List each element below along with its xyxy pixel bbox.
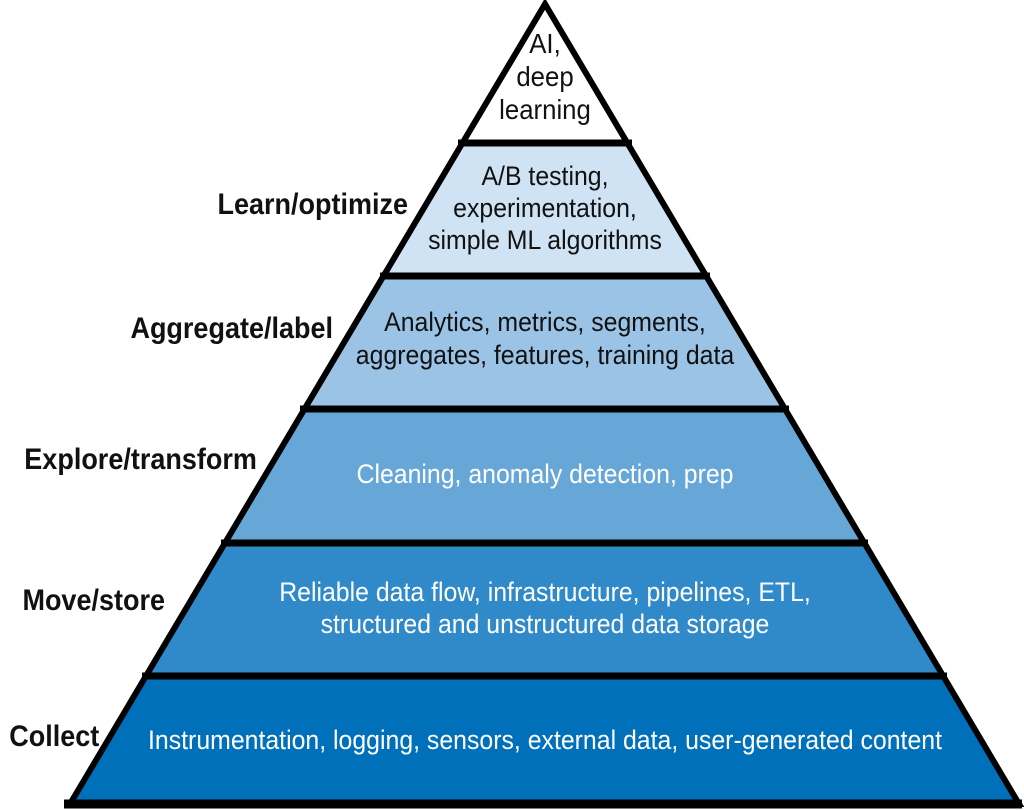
side-label-aggregate-label: Aggregate/label bbox=[130, 312, 333, 345]
level-2-text: Analytics, metrics, segments, aggregates… bbox=[355, 307, 735, 370]
level-2-shape bbox=[304, 276, 785, 409]
level-1-text: A/B testing, experimentation, simple ML … bbox=[428, 161, 662, 255]
side-label-learn-optimize: Learn/optimize bbox=[217, 188, 408, 221]
level-5-text: Instrumentation, logging, sensors, exter… bbox=[148, 725, 942, 755]
level-0-shape bbox=[462, 4, 628, 143]
level-3-text: Cleaning, anomaly detection, prep bbox=[356, 459, 734, 489]
level-4-shape bbox=[146, 543, 943, 676]
level-0-text: AI, deep learning bbox=[499, 28, 591, 125]
side-label-collect: Collect bbox=[9, 720, 100, 753]
side-label-explore-transform: Explore/transform bbox=[24, 443, 257, 476]
level-4-text: Reliable data flow, infrastructure, pipe… bbox=[279, 577, 811, 639]
side-label-move-store: Move/store bbox=[22, 584, 165, 617]
level-5-shape bbox=[70, 676, 1019, 804]
level-1-shape bbox=[384, 143, 707, 276]
level-3-shape bbox=[225, 409, 864, 543]
